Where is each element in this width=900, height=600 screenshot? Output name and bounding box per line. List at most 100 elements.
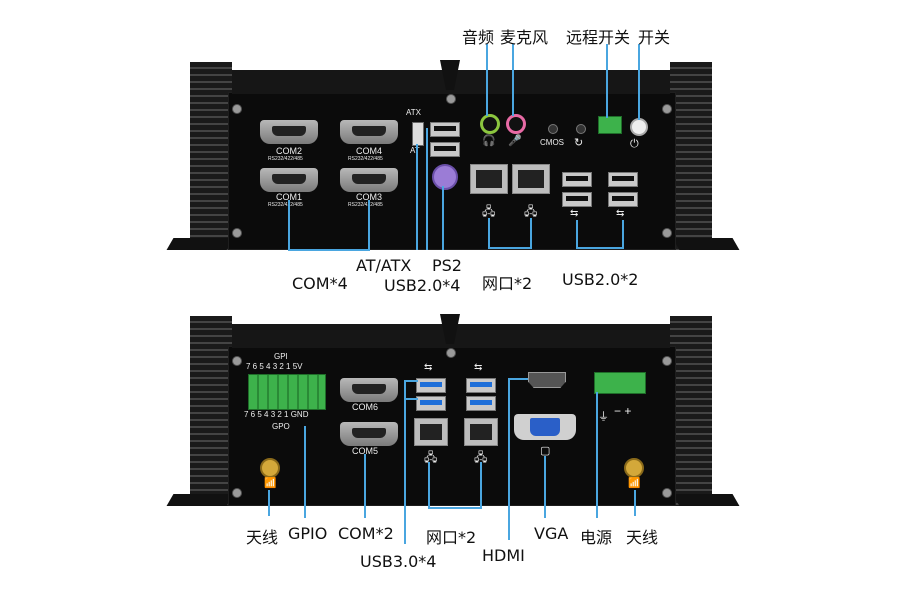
usb20-port[interactable] (608, 172, 638, 187)
lan-port[interactable] (512, 164, 550, 194)
lan-port[interactable] (464, 418, 498, 446)
com1-spec: RS232/422/485 (268, 202, 303, 208)
gpi-pin-labels: 7 6 5 4 3 2 1 5V (246, 362, 303, 371)
callout-hdmi: HDMI (482, 546, 525, 565)
usb20-port[interactable] (430, 122, 460, 137)
screw-icon (232, 488, 242, 498)
callout-lan2: 网口*2 (482, 274, 533, 293)
gpo-pin-labels: 7 6 5 4 3 2 1 GND (244, 410, 309, 419)
callout-line (508, 378, 528, 380)
screw-icon (446, 94, 456, 104)
gpo-label: GPO (272, 422, 290, 431)
callout-line (596, 392, 598, 518)
wifi-icon: 📶 (628, 478, 641, 489)
callout-antenna-right: 天线 (626, 528, 659, 547)
callout-vga: VGA (534, 524, 569, 543)
power-polarity-label: − + (614, 404, 632, 418)
reset-button[interactable] (576, 124, 586, 134)
gpio-terminal-block[interactable] (248, 374, 326, 410)
callout-line (368, 200, 370, 250)
remote-switch-terminal[interactable] (598, 116, 622, 134)
callout-line (634, 490, 636, 516)
callout-line (576, 220, 578, 248)
com1-port[interactable] (260, 168, 318, 192)
antenna-connector-right[interactable] (624, 458, 644, 478)
usb20-port[interactable] (562, 172, 592, 187)
callout-power: 电源 (580, 528, 613, 547)
callout-line (404, 380, 406, 544)
callout-line (486, 44, 488, 116)
gpi-label: GPI (274, 352, 288, 361)
power-icon: ⏻ (630, 138, 639, 150)
usb30-port[interactable] (466, 378, 496, 393)
atx-label: ATX (406, 108, 421, 117)
callout-line (416, 144, 418, 250)
callout-usb30x4: USB3.0*4 (360, 552, 437, 571)
callout-power-switch: 开关 (638, 28, 671, 47)
screw-icon (662, 228, 672, 238)
mount-foot-right (672, 494, 740, 506)
vga-connector-blue (530, 418, 560, 436)
callout-line (428, 507, 482, 509)
callout-usb20x4: USB2.0*4 (384, 276, 461, 295)
callout-gpio: GPIO (288, 524, 328, 543)
callout-at-atx: AT/ATX (356, 256, 412, 275)
callout-line (288, 200, 290, 250)
usb30-port[interactable] (416, 378, 446, 393)
hdmi-port[interactable] (528, 372, 566, 388)
power-button[interactable] (630, 118, 648, 136)
callout-line (404, 398, 418, 400)
power-terminal[interactable] (594, 372, 646, 394)
mount-foot-left (166, 238, 234, 250)
callout-line (638, 44, 640, 120)
usb30-port[interactable] (416, 396, 446, 411)
at-label: AT (410, 146, 420, 155)
screw-icon (446, 348, 456, 358)
wifi-icon: 📶 (264, 478, 277, 489)
usb20-port[interactable] (608, 192, 638, 207)
network-icon: 🖧 (424, 450, 438, 464)
bottom-handle (440, 314, 460, 344)
reset-icon: ↻ (574, 137, 584, 149)
callout-line (304, 426, 306, 518)
callout-line (442, 186, 444, 250)
microphone-icon: 🎤 (508, 135, 522, 147)
callout-ps2: PS2 (432, 256, 462, 275)
callout-com4x: COM*4 (292, 274, 348, 293)
at-atx-switch[interactable] (412, 122, 424, 146)
network-icon: 🖧 (482, 204, 496, 218)
callout-antenna-left: 天线 (246, 528, 279, 547)
com6-label: COM6 (352, 402, 379, 412)
usb30-port[interactable] (466, 396, 496, 411)
callout-line (606, 44, 608, 118)
com6-port[interactable] (340, 378, 398, 402)
cmos-button[interactable] (548, 124, 558, 134)
lan-port[interactable] (414, 418, 448, 446)
usb-icon: ⇆ (424, 362, 433, 373)
callout-line (576, 247, 624, 249)
usb20-port[interactable] (562, 192, 592, 207)
antenna-connector-left[interactable] (260, 458, 280, 478)
com4-label: COM4 (356, 146, 383, 156)
com2-spec: RS232/422/485 (268, 156, 303, 162)
lan-port[interactable] (470, 164, 508, 194)
com5-port[interactable] (340, 422, 398, 446)
heatsink-fins-right (670, 316, 712, 506)
audio-out-jack[interactable] (480, 114, 500, 134)
com1-label: COM1 (276, 192, 303, 202)
callout-mic: 麦克风 (500, 28, 549, 47)
usb-icon: ⇆ (616, 208, 625, 219)
callout-line (268, 490, 270, 516)
usb20-port[interactable] (430, 142, 460, 157)
callout-line (426, 128, 428, 250)
display-icon: ▢ (540, 445, 551, 457)
com3-port[interactable] (340, 168, 398, 192)
com4-port[interactable] (340, 120, 398, 144)
ps2-port[interactable] (432, 164, 458, 190)
mic-jack[interactable] (506, 114, 526, 134)
com2-port[interactable] (260, 120, 318, 144)
callout-line (544, 456, 546, 518)
callout-audio: 音频 (462, 28, 495, 47)
network-icon: 🖧 (524, 204, 538, 218)
top-handle (440, 60, 460, 90)
